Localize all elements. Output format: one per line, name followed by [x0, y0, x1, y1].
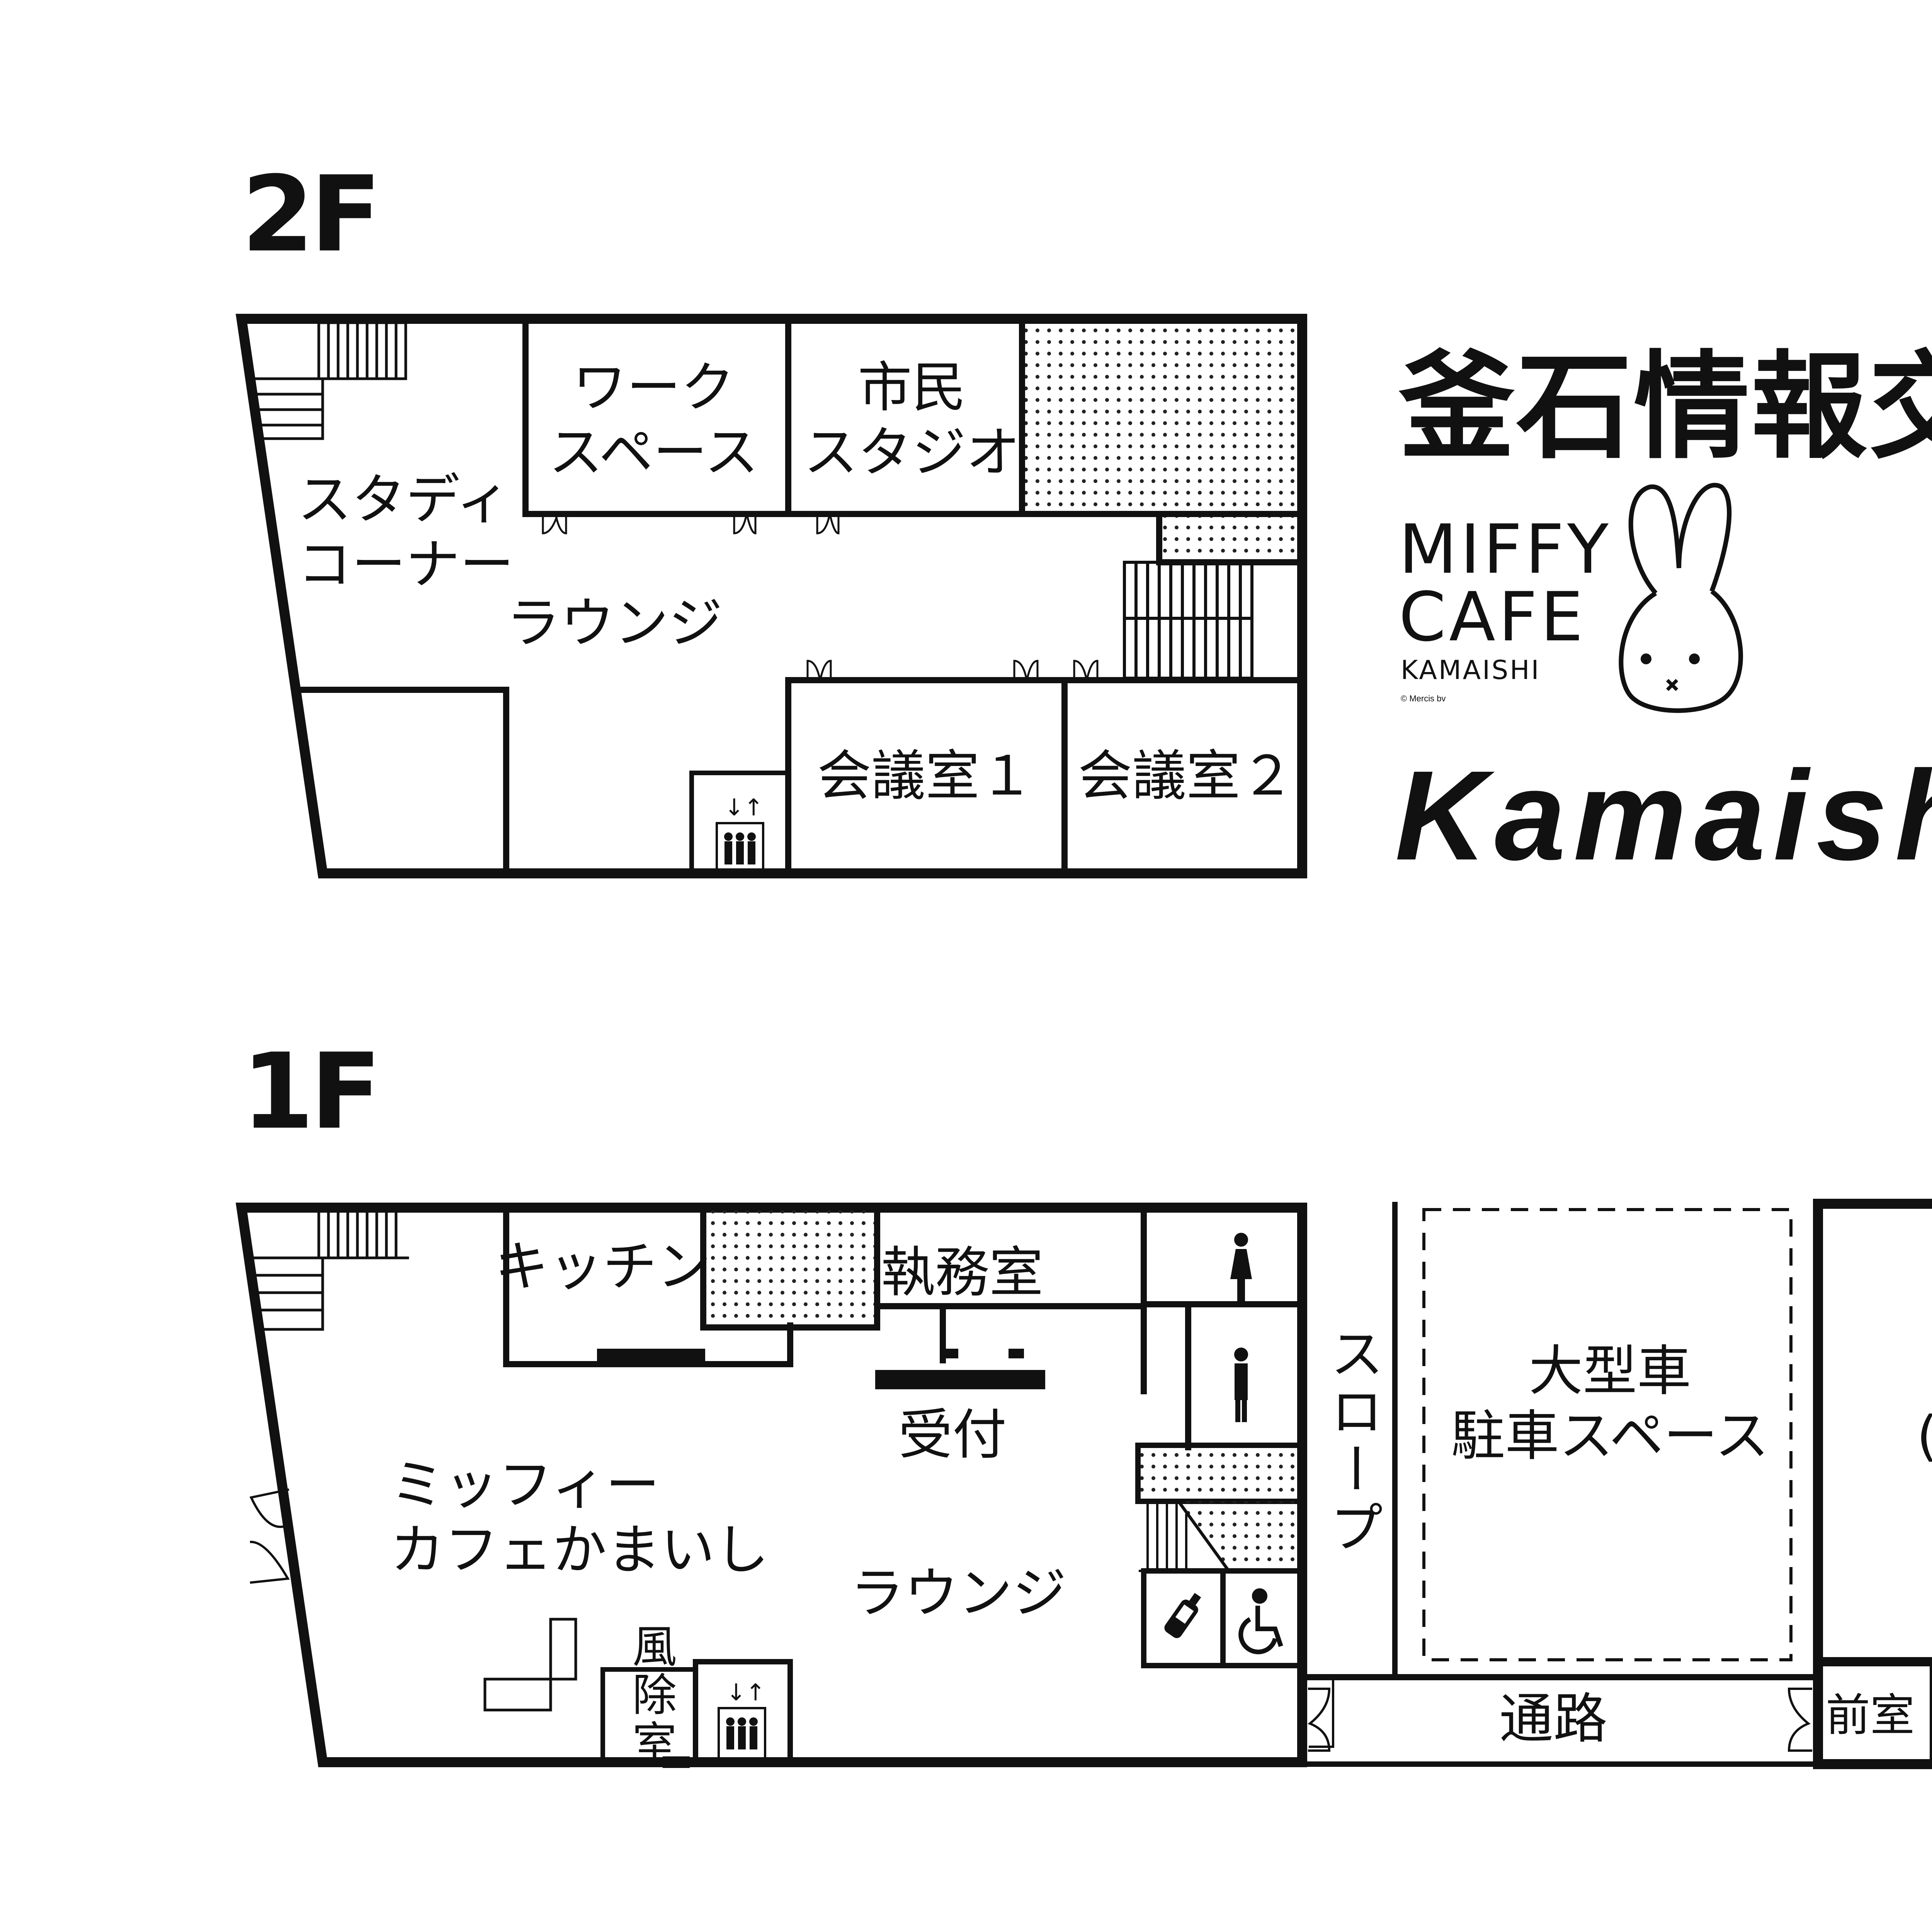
- stairs-icon: [253, 1210, 409, 1331]
- floor-2f-plan: [235, 314, 1307, 878]
- room-meeting-2: 会議室２: [1078, 745, 1295, 808]
- floor-label-1f: 1F: [242, 1031, 381, 1152]
- room-citizen-studio: 市民 スタジオ: [804, 356, 1020, 484]
- stairs-icon: [1123, 561, 1253, 680]
- miffy-logo-sub: KAMAISHI: [1401, 655, 1541, 686]
- elevator-icon: ↓↑: [716, 794, 764, 876]
- miffy-logo-line1: MIFFY: [1399, 510, 1612, 589]
- stairs-icon: [253, 321, 407, 440]
- female-restroom-icon: [1230, 1233, 1252, 1302]
- kamaishi-pit-building: [1813, 1199, 1932, 1769]
- room-meeting-1: 会議室１: [817, 745, 1034, 808]
- miffy-copyright: © Mercis bv: [1401, 694, 1446, 703]
- floor-label-2f: 2F: [242, 153, 381, 275]
- room-anteroom: 前室: [1826, 1690, 1915, 1741]
- room-reception: 受付: [898, 1404, 1007, 1467]
- elevator-icon: ↓↑: [718, 1679, 766, 1761]
- room-office: 執務室: [881, 1241, 1044, 1304]
- kamaishi-pit-logo: Kamaishi PIT: [1395, 744, 1932, 887]
- exterior-area: [1302, 1202, 1816, 1767]
- room-miffy-cafe: ミッフィー カフェかまいし: [390, 1454, 769, 1582]
- door-icon: [542, 515, 1099, 679]
- page-title: 釜石情報交流センター: [1399, 340, 1932, 475]
- floor-1f-plan: [235, 1203, 1334, 1767]
- slope: スロープ: [1321, 1326, 1384, 1557]
- room-kitchen: キッチン: [495, 1235, 711, 1298]
- svg-text:↓↑: ↓↑: [724, 794, 764, 821]
- miffy-cafe-logo: MIFFY CAFE: [1399, 516, 1612, 651]
- room-work-space: ワーク スペース: [549, 356, 759, 484]
- passage: 通路: [1499, 1688, 1608, 1751]
- room-study-corner: スタディ コーナー: [298, 468, 514, 596]
- svg-text:↓↑: ↓↑: [726, 1679, 765, 1706]
- male-restroom-icon: [1234, 1348, 1248, 1422]
- room-lounge-2f: ラウンジ: [506, 592, 723, 655]
- miffy-rabbit-icon: [1619, 483, 1743, 713]
- room-windbreak: 風除室: [625, 1623, 677, 1768]
- wheelchair-icon: [1238, 1588, 1283, 1654]
- counter: [597, 1349, 1045, 1768]
- room-lounge-1f: ラウンジ: [850, 1562, 1067, 1625]
- miffy-logo-line2: CAFE: [1399, 578, 1587, 657]
- baby-bottle-icon: [1164, 1593, 1201, 1638]
- large-vehicle-parking: 大型車 駐車スペース: [1451, 1340, 1769, 1468]
- room-kamaishi-pit: 釜石PIT (多目的集会室): [1917, 1339, 1932, 1469]
